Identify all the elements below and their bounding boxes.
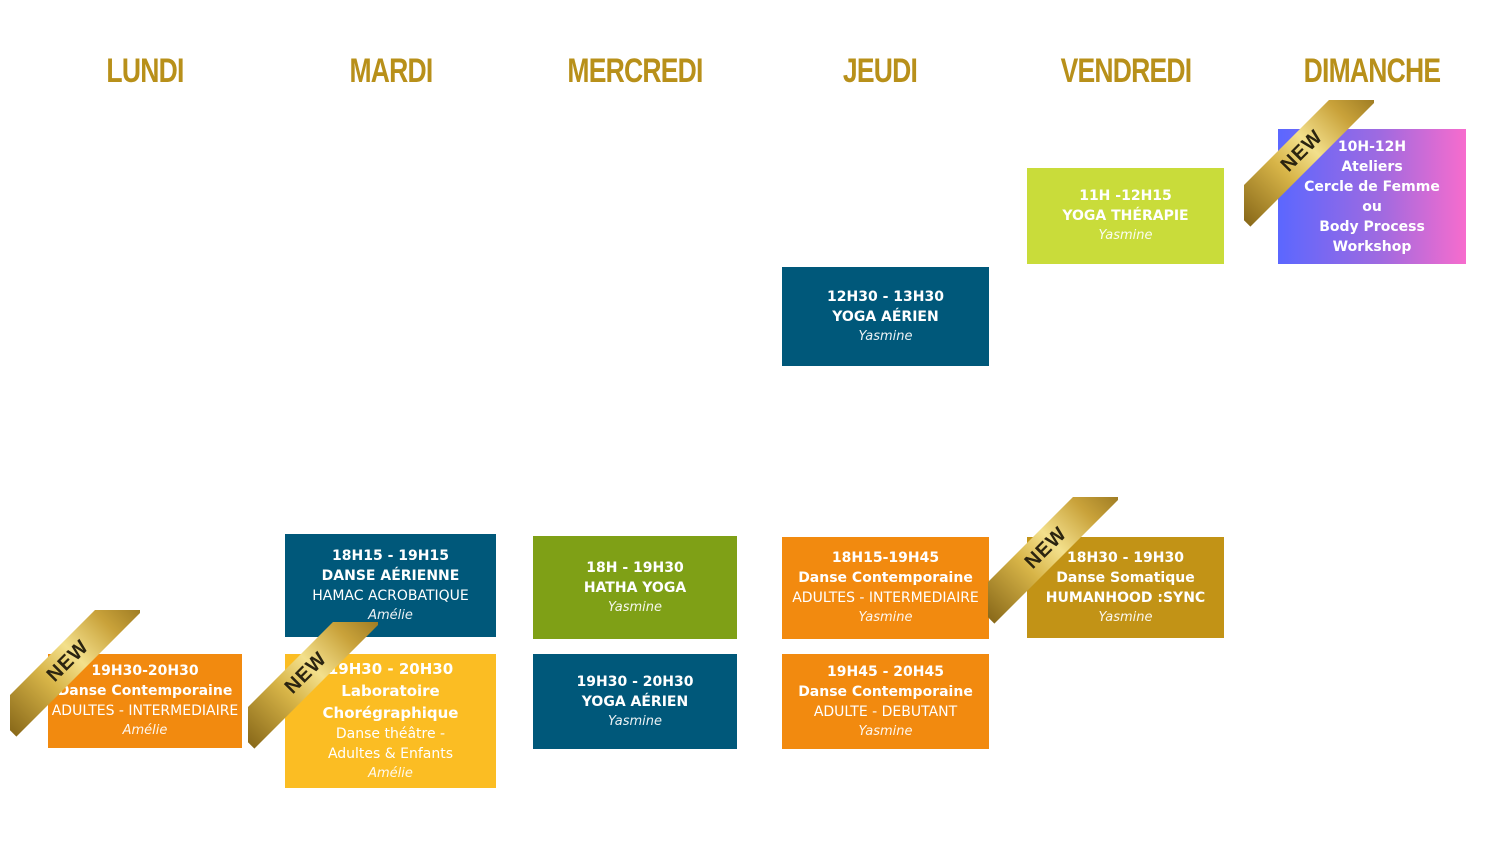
class-teacher: Amélie	[368, 766, 413, 781]
class-level: ADULTE - DEBUTANT	[813, 703, 958, 720]
class-title: DANSE AÉRIENNE	[321, 567, 460, 584]
class-teacher: Yasmine	[608, 713, 662, 729]
class-card-dimanche-ateliers[interactable]: 10H-12H Ateliers Cercle de Femme ou Body…	[1278, 129, 1466, 264]
class-title-line2: Chorégraphique	[322, 704, 459, 722]
class-subtitle-line2: Adultes & Enfants	[327, 746, 454, 762]
class-title: Danse Contemporaine	[798, 570, 973, 586]
class-time: 18H15-19H45	[831, 550, 940, 566]
class-line-ateliers: Ateliers	[1341, 158, 1403, 175]
class-title: Danse Somatique	[1056, 569, 1195, 586]
class-teacher: Yasmine	[1098, 228, 1153, 243]
day-header-vendredi: VENDREDI	[1060, 52, 1193, 90]
day-header-mercredi: MERCREDI	[567, 52, 703, 90]
class-time: 10H-12H	[1337, 138, 1407, 155]
day-header-lundi: LUNDI	[106, 52, 184, 90]
class-teacher: Yasmine	[608, 599, 662, 615]
class-card-mardi-danse-aerienne[interactable]: 18H15 - 19H15 DANSE AÉRIENNE HAMAC ACROB…	[285, 534, 496, 637]
class-card-mardi-laboratoire[interactable]: 19H30 - 20H30 Laboratoire Chorégraphique…	[285, 654, 496, 788]
class-teacher: Amélie	[122, 723, 168, 738]
class-title: YOGA AÉRIEN	[832, 308, 939, 325]
class-teacher: Yasmine	[858, 723, 913, 739]
day-header-mardi: MARDI	[349, 52, 433, 90]
class-card-jeudi-contemporaine-intermediaire[interactable]: 18H15-19H45 Danse Contemporaine ADULTES …	[782, 537, 989, 639]
class-teacher: Amélie	[368, 607, 413, 623]
class-time: 18H15 - 19H15	[332, 547, 449, 564]
class-teacher: Yasmine	[858, 610, 913, 625]
class-level: ADULTES - INTERMEDIAIRE	[51, 703, 239, 719]
class-card-jeudi-yoga-aerien[interactable]: 12H30 - 13H30 YOGA AÉRIEN Yasmine	[782, 267, 989, 366]
class-title: YOGA THÉRAPIE	[1062, 208, 1189, 224]
class-card-vendredi-danse-somatique[interactable]: 18H30 - 19H30 Danse Somatique HUMANHOOD …	[1027, 537, 1224, 638]
class-card-vendredi-yoga-therapie[interactable]: 11H -12H15 YOGA THÉRAPIE Yasmine	[1027, 168, 1224, 264]
class-title: Laboratoire	[341, 682, 440, 700]
class-time: 19H30 - 20H30	[576, 673, 694, 690]
class-level: ADULTES - INTERMEDIAIRE	[792, 590, 979, 606]
class-card-lundi-contemporaine[interactable]: 19H30-20H30 Danse Contemporaine ADULTES …	[48, 654, 242, 748]
class-title: Danse Contemporaine	[57, 683, 233, 699]
class-time: 19H45 - 20H45	[827, 663, 944, 680]
day-header-dimanche: DIMANCHE	[1303, 52, 1441, 90]
class-title: Danse Contemporaine	[798, 683, 973, 700]
class-title: YOGA AÉRIEN	[581, 693, 689, 710]
class-time: 18H30 - 19H30	[1067, 549, 1184, 566]
class-line-cercle: Cercle de Femme	[1304, 178, 1440, 195]
class-time: 11H -12H15	[1079, 188, 1172, 204]
class-subtitle: Danse théâtre -	[335, 726, 446, 742]
class-teacher: Yasmine	[858, 328, 913, 344]
class-line-ou: ou	[1362, 198, 1382, 215]
class-time: 12H30 - 13H30	[827, 288, 944, 305]
class-card-mercredi-yoga-aerien[interactable]: 19H30 - 20H30 YOGA AÉRIEN Yasmine	[533, 654, 737, 749]
class-time: 18H - 19H30	[586, 559, 684, 576]
class-subtitle: HAMAC ACROBATIQUE	[312, 587, 469, 604]
day-header-jeudi: JEUDI	[842, 52, 918, 90]
class-title-line2: HUMANHOOD :SYNC	[1045, 589, 1206, 606]
class-title: HATHA YOGA	[583, 579, 687, 596]
class-teacher: Yasmine	[1098, 609, 1153, 625]
class-card-jeudi-contemporaine-debutant[interactable]: 19H45 - 20H45 Danse Contemporaine ADULTE…	[782, 654, 989, 749]
class-time: 19H30-20H30	[91, 663, 199, 679]
class-time: 19H30 - 20H30	[327, 660, 454, 678]
class-card-mercredi-hatha-yoga[interactable]: 18H - 19H30 HATHA YOGA Yasmine	[533, 536, 737, 639]
class-line-workshop: Body Process Workshop	[1319, 218, 1425, 255]
